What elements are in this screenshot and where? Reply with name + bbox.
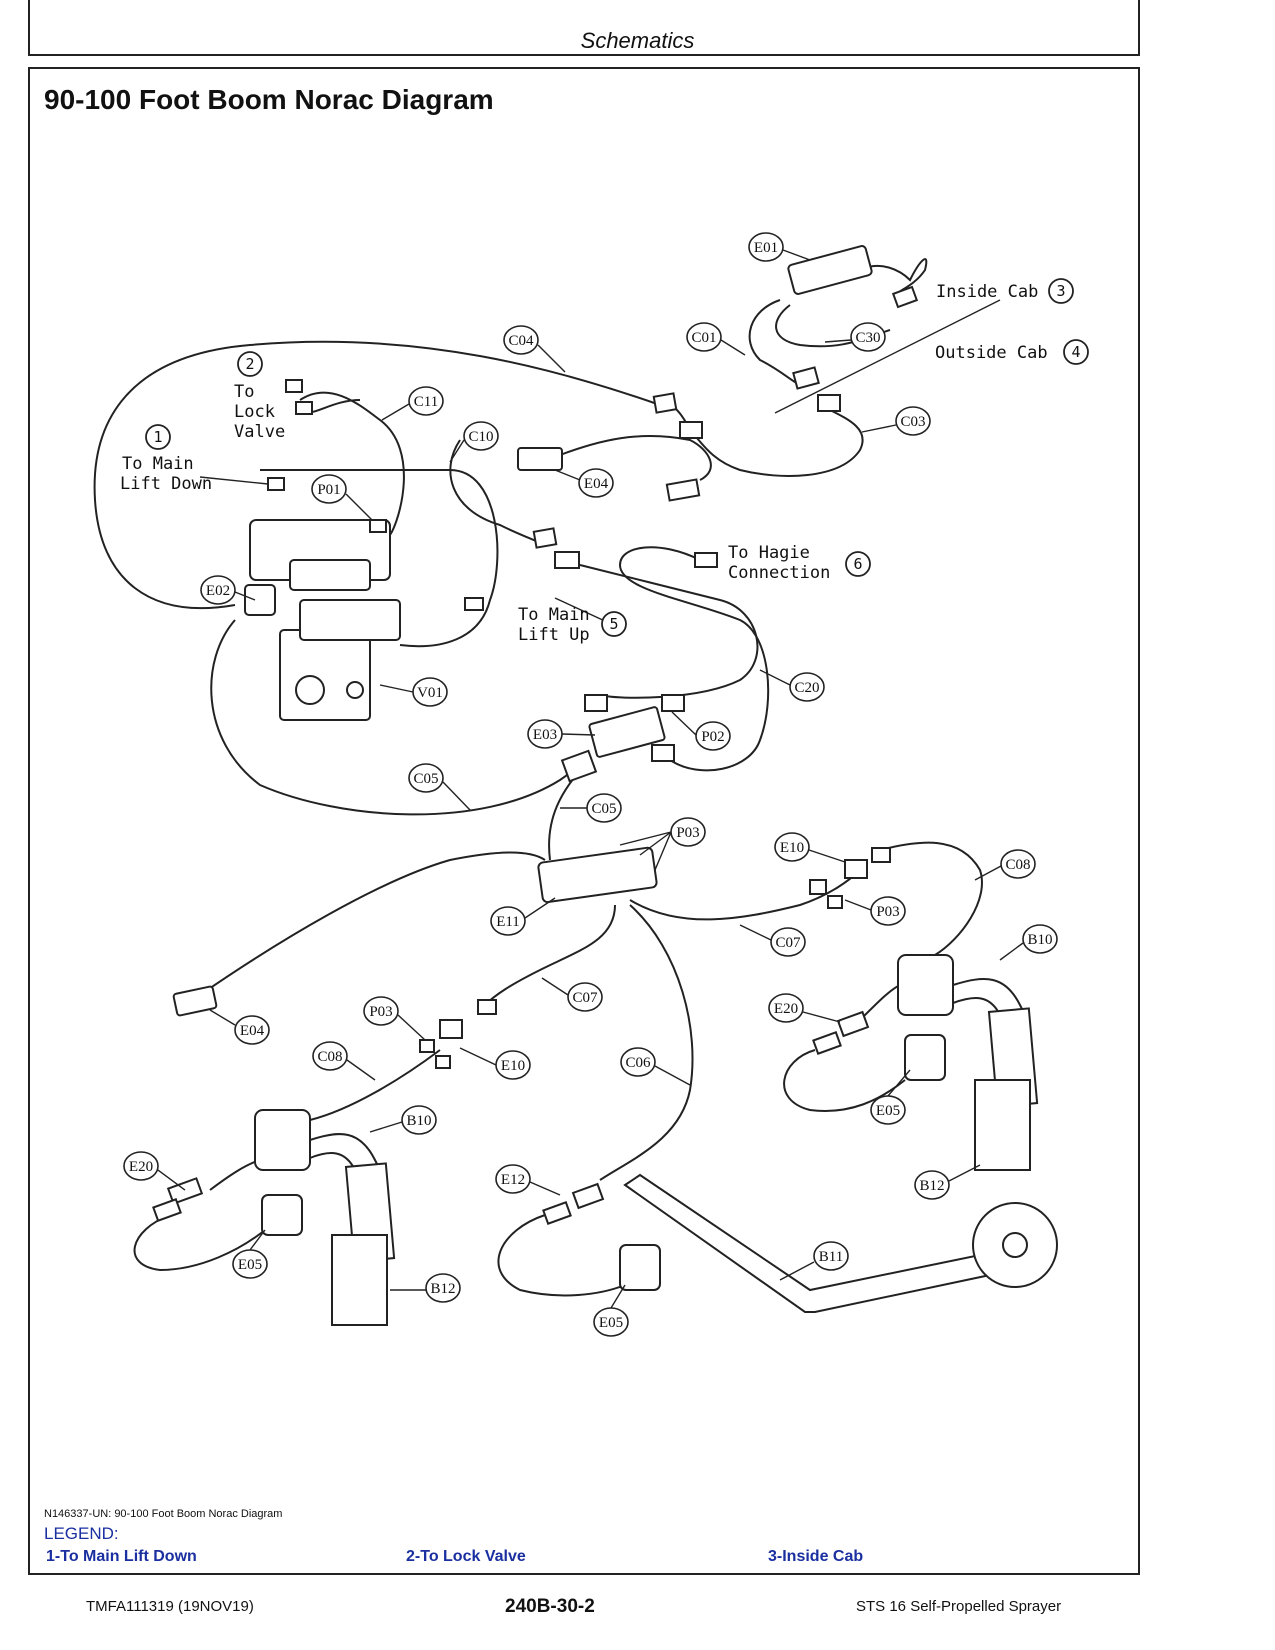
footer-page-number: 240B-30-2 [505,1596,595,1617]
harness-c04 [93,340,661,610]
callout-4-text: Outside Cab [935,343,1048,363]
page-title: 90-100 Foot Boom Norac Diagram [44,84,494,115]
module-e03 [588,706,666,758]
ref-e05-right: E05 [876,1103,900,1119]
ref-e10-right: E10 [780,840,804,856]
harness-c06 [599,904,694,1181]
ref-b12-right: B12 [919,1178,944,1194]
header-frame [28,0,1140,56]
callout-5-line1: To Main [518,605,590,625]
ref-c05-left: C05 [413,771,438,787]
callout-1-line2: Lift Down [120,474,212,494]
ref-b10-left: B10 [406,1113,431,1129]
ref-p02: P02 [701,729,724,745]
callout-2-number: 2 [245,355,254,373]
callout-5-line2: Lift Up [518,625,590,645]
ref-c04: C04 [508,333,534,349]
ref-e03: E03 [533,727,557,743]
callout-4-number: 4 [1071,343,1080,361]
ref-c05-mid: C05 [591,801,616,817]
callout-2-line1: To [234,382,254,402]
ref-c06: C06 [625,1055,651,1071]
callout-1-line1: To Main [122,454,194,474]
figure-caption: N146337-UN: 90-100 Foot Boom Norac Diagr… [44,1508,283,1520]
callout-2-line2: Lock [234,402,275,422]
ref-c01: C01 [691,330,716,346]
callout-3-text: Inside Cab [936,282,1038,302]
ref-e04-top: E04 [584,476,609,492]
legend-item-1[interactable]: 1-To Main Lift Down [46,1548,197,1565]
connector-bank-e11 [537,846,658,904]
bracket-b12-right [974,1079,1031,1171]
ref-e04-bottom: E04 [240,1023,265,1039]
sensor-b10-right [897,954,954,1016]
ref-b10-right: B10 [1027,932,1052,948]
section-header: Schematics [580,28,695,53]
callout-1-number: 1 [153,428,162,446]
ref-c20: C20 [794,680,819,696]
callout-3-number: 3 [1056,282,1065,300]
legend-item-3[interactable]: 3-Inside Cab [768,1548,864,1565]
ref-e11: E11 [496,914,520,930]
footer-product: STS 16 Self-Propelled Sprayer [856,1598,1062,1615]
harness-c05 [210,619,591,816]
ref-e20-right: E20 [774,1001,798,1017]
ref-v01: V01 [417,685,443,701]
ref-e20-left: E20 [129,1159,153,1175]
legend-item-2[interactable]: 2-To Lock Valve [406,1548,526,1565]
ref-e12: E12 [501,1172,525,1188]
wiring-diagram: E01 C01 C30 C04 C03 C11 C10 P01 E04 E02 … [93,232,1089,1337]
ref-p03-right: P03 [876,904,899,920]
ref-b12-left: B12 [430,1281,455,1297]
ref-e02: E02 [206,583,230,599]
ref-e05-left: E05 [238,1257,262,1273]
harness-c10 [449,439,546,546]
valve-block-v01 [279,629,371,721]
module-e01 [787,245,873,295]
sensor-b10-left [254,1109,311,1171]
module-e04-top [517,447,563,471]
harness-c11 [299,391,405,536]
bracket-b12-left [331,1234,388,1326]
ref-e10-left: E10 [501,1058,525,1074]
reference-bubbles [123,232,1058,1337]
ref-c30: C30 [855,330,880,346]
ref-c03: C03 [900,414,925,430]
ref-c07-left: C07 [572,990,598,1006]
ref-c11: C11 [414,394,438,410]
legend-heading: LEGEND: [44,1524,119,1543]
footer-doc-id: TMFA111319 (19NOV19) [86,1598,254,1615]
ref-c10: C10 [468,429,493,445]
ref-e05-center: E05 [599,1315,623,1331]
callout-2-line3: Valve [234,422,285,442]
callout-6-line2: Connection [728,563,830,583]
ref-b11: B11 [819,1249,843,1265]
callout-6-number: 6 [853,555,862,573]
ref-p03-left: P03 [369,1004,392,1020]
ref-c08-right: C08 [1005,857,1030,873]
ref-e01: E01 [754,240,778,256]
ref-c08-left: C08 [317,1049,342,1065]
ref-c07-right: C07 [775,935,801,951]
harness-c03 [689,409,864,477]
ref-p03-top: P03 [676,825,699,841]
callout-5-number: 5 [609,615,618,633]
module-e04-bottom [172,985,218,1017]
ref-p01: P01 [317,482,340,498]
callout-6-line1: To Hagie [728,543,810,563]
content-frame [28,67,1140,1575]
